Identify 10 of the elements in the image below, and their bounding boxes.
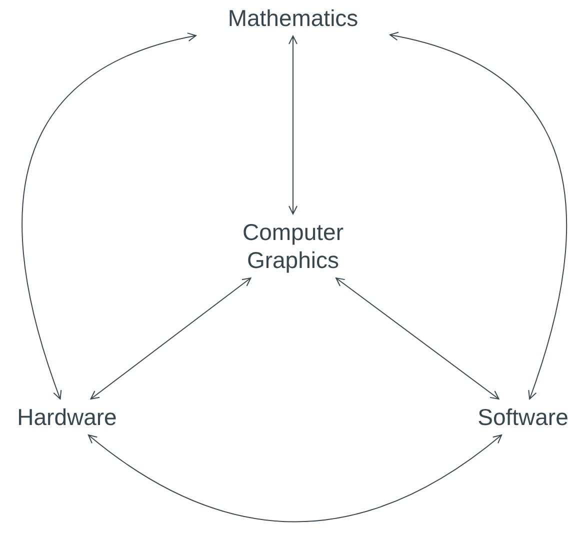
double-arrow [288,36,298,214]
double-arrow [336,278,500,400]
double-arrow [90,278,252,400]
node-label: Computer Graphics [242,218,344,274]
double-arrow [88,434,502,522]
node-label: Hardware [16,403,118,431]
double-arrow [390,32,567,400]
node-label: Software [476,403,570,431]
double-arrow [22,33,196,400]
node-label: Mathematics [226,4,360,32]
